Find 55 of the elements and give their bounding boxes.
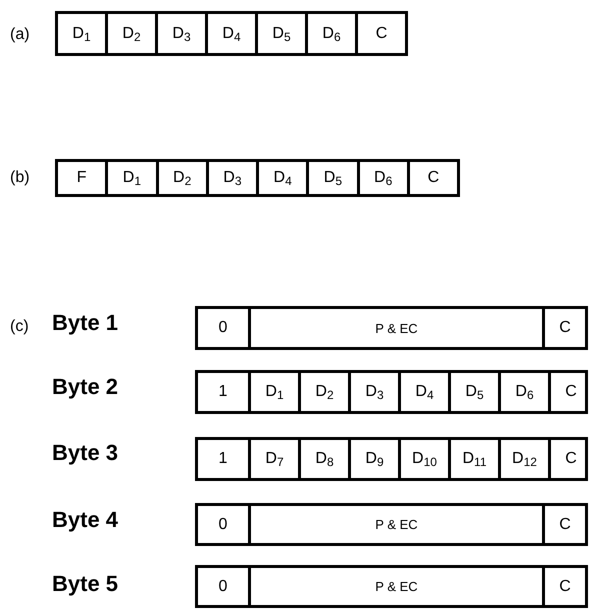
- field-text: D$_{2}$: [173, 170, 192, 186]
- field-text: D$_{5}$: [272, 26, 291, 42]
- field-text: D$_{10}$: [412, 451, 437, 467]
- field-text: C: [376, 26, 388, 42]
- record-frame: [195, 306, 588, 350]
- field-text: C: [559, 320, 571, 336]
- field-text: D$_{6}$: [515, 384, 534, 400]
- byte-label: Byte 1: [52, 309, 118, 337]
- field-text: D$_{6}$: [322, 26, 341, 42]
- record-frame: [195, 503, 588, 546]
- field-text: D$_{11}$: [462, 451, 487, 467]
- field-text: P & EC: [375, 580, 418, 593]
- field-text: D$_{6}$: [374, 170, 392, 186]
- record-frame: [195, 565, 588, 608]
- field-text: 0: [218, 578, 228, 594]
- field-text: D$_{3}$: [172, 26, 191, 42]
- field-text: P & EC: [375, 322, 418, 334]
- field-text: 0: [218, 320, 228, 336]
- part-label: (a): [10, 25, 30, 45]
- field-text: D$_{2}$: [122, 26, 141, 42]
- field-text: D$_{12}$: [512, 451, 537, 467]
- field-text: D$_{1}$: [72, 26, 91, 42]
- field-text: P & EC: [375, 518, 418, 531]
- field-text: D$_{3}$: [365, 384, 384, 400]
- field-text: D$_{1}$: [265, 384, 284, 400]
- field-text: C: [559, 516, 571, 532]
- part-label: (c): [10, 317, 29, 337]
- field-text: 1: [218, 384, 228, 400]
- field-text: C: [565, 384, 577, 400]
- field-text: C: [428, 170, 440, 186]
- field-text: D$_{2}$: [315, 384, 334, 400]
- record-frame: [195, 370, 588, 414]
- byte-label: Byte 4: [52, 506, 118, 534]
- byte-label: Byte 3: [52, 439, 118, 467]
- record-frame: [55, 11, 408, 56]
- field-text: D$_{7}$: [265, 451, 284, 467]
- field-text: D$_{3}$: [223, 170, 242, 186]
- field-text: C: [565, 451, 577, 467]
- field-text: D$_{4}$: [222, 26, 241, 42]
- field-text: D$_{5}$: [324, 170, 342, 186]
- field-text: D$_{9}$: [365, 451, 384, 467]
- field-text: D$_{1}$: [122, 170, 141, 186]
- field-text: D$_{4}$: [274, 170, 292, 186]
- byte-label: Byte 5: [52, 570, 118, 598]
- field-text: D$_{5}$: [465, 384, 484, 400]
- field-text: F: [76, 170, 87, 186]
- field-text: C: [559, 578, 571, 594]
- field-text: 1: [218, 451, 228, 467]
- part-label: (b): [10, 168, 30, 188]
- field-text: D$_{4}$: [415, 384, 434, 400]
- byte-label: Byte 2: [52, 373, 118, 401]
- record-frame: [55, 159, 460, 197]
- field-text: 0: [218, 516, 228, 532]
- field-text: D$_{8}$: [315, 451, 334, 467]
- record-frame: [195, 437, 588, 481]
